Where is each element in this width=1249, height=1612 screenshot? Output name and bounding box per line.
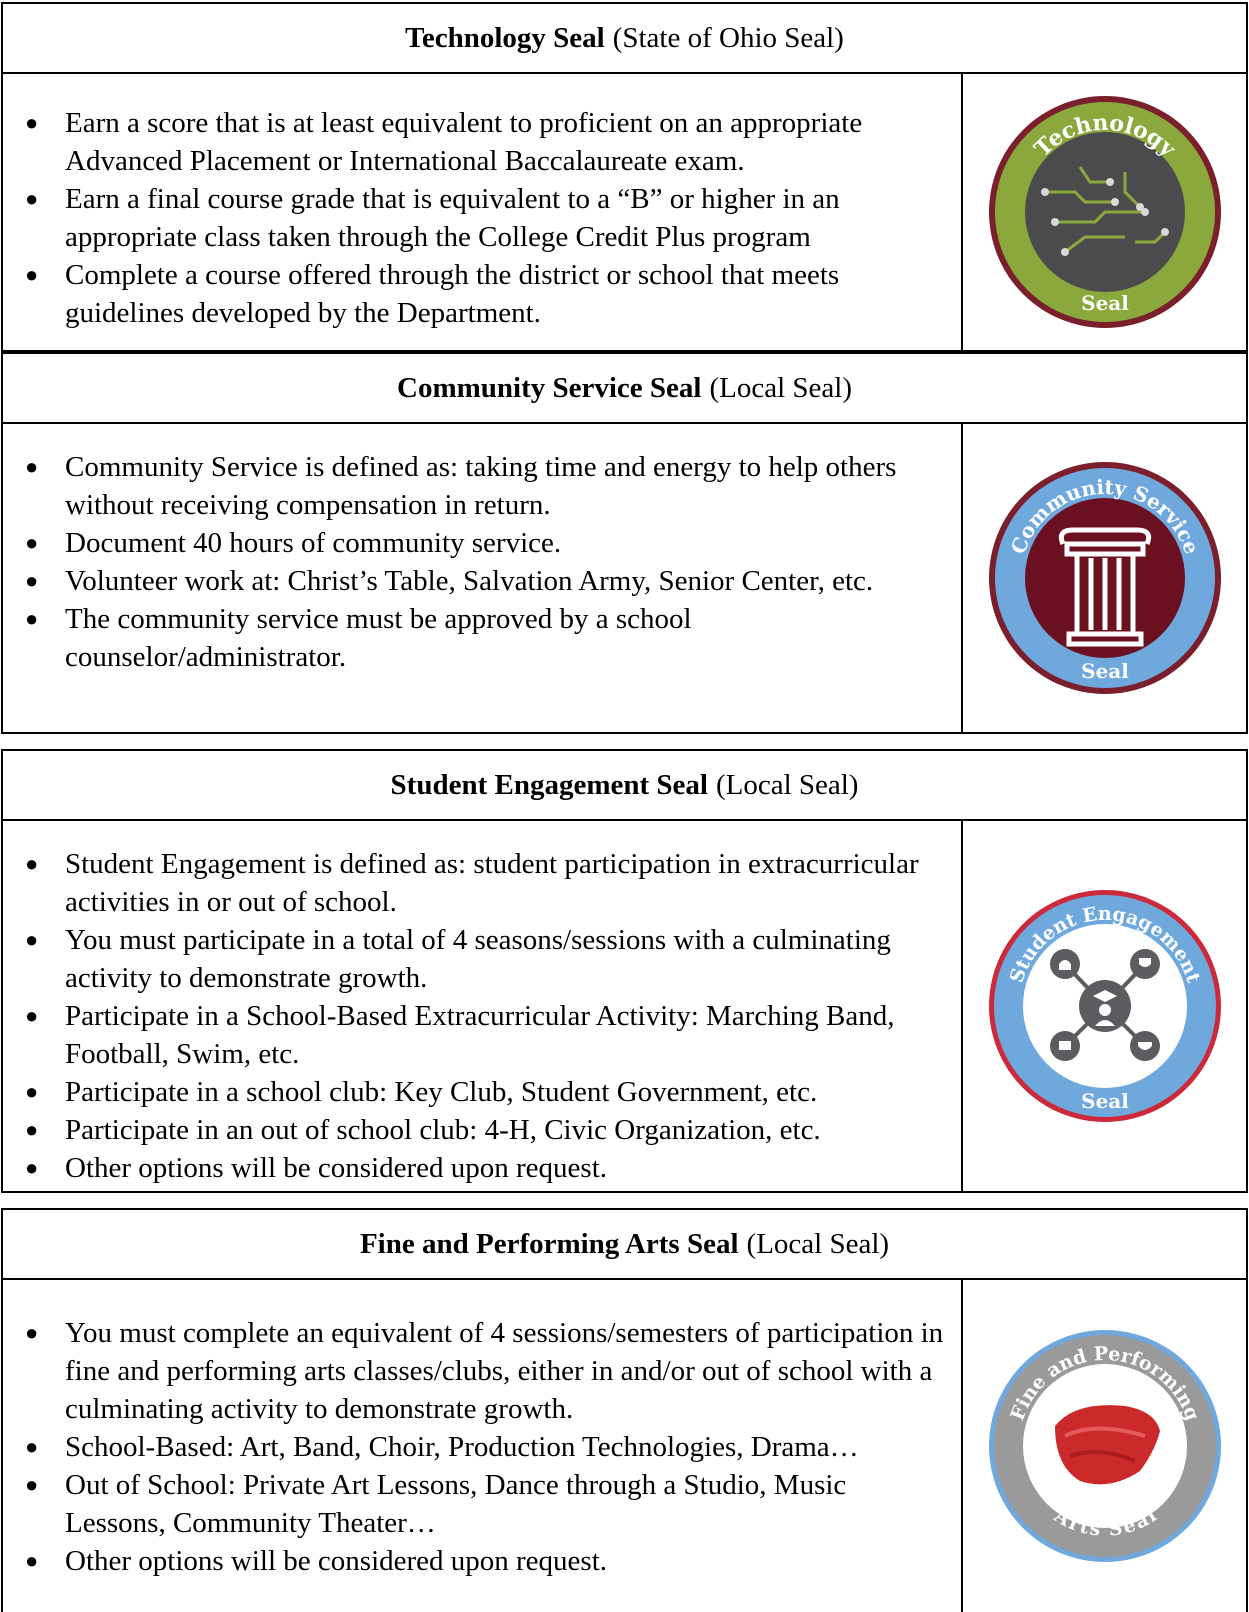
list-item: Other options will be considered upon re… <box>13 1149 947 1187</box>
list-item: The community service must be approved b… <box>13 600 947 676</box>
requirements-list: You must complete an equivalent of 4 ses… <box>3 1280 961 1612</box>
list-item: Other options will be considered upon re… <box>13 1542 947 1580</box>
section-type: (Local Seal) <box>746 1227 890 1260</box>
list-item: Volunteer work at: Christ’s Table, Salva… <box>13 562 947 600</box>
seal-cell: Student Engagement Seal <box>961 821 1246 1191</box>
section-type: (Local Seal) <box>715 768 859 801</box>
section-title: Technology Seal <box>405 21 605 54</box>
list-item: Participate in an out of school club: 4-… <box>13 1111 947 1149</box>
svg-text:Seal: Seal <box>1081 659 1129 683</box>
seal-cell: Fine and Performing Arts Seal <box>961 1280 1246 1612</box>
list-item: Out of School: Private Art Lessons, Danc… <box>13 1466 947 1542</box>
list-item: You must complete an equivalent of 4 ses… <box>13 1314 947 1428</box>
requirements-list: Community Service is defined as: taking … <box>3 424 961 732</box>
seal-cell: Community Service Seal <box>961 424 1246 732</box>
requirements-list: Earn a score that is at least equivalent… <box>3 74 961 350</box>
community-service-seal-logo: Community Service Seal <box>988 462 1221 694</box>
seal-cell: Technology Seal <box>961 74 1246 350</box>
list-item: Community Service is defined as: taking … <box>13 448 947 524</box>
section-type: (Local Seal) <box>709 371 852 404</box>
student-engagement-seal-logo: Student Engagement Seal <box>988 890 1221 1122</box>
list-item: Complete a course offered through the di… <box>13 256 947 332</box>
section-type: (State of Ohio Seal) <box>612 21 844 54</box>
section-title: Fine and Performing Arts Seal <box>359 1227 739 1260</box>
graduate-network-icon <box>1049 949 1160 1061</box>
fine-performing-arts-seal-logo: Fine and Performing Arts Seal <box>988 1330 1221 1562</box>
list-item: Earn a score that is at least equivalent… <box>13 104 947 180</box>
community-service-seal-section: Community Service Seal (Local Seal) Comm… <box>1 352 1248 734</box>
student-engagement-seal-section: Student Engagement Seal (Local Seal) Stu… <box>1 749 1248 1193</box>
section-header: Community Service Seal (Local Seal) <box>3 354 1246 424</box>
list-item: Participate in a School-Based Extracurri… <box>13 997 947 1073</box>
list-item: Earn a final course grade that is equiva… <box>13 180 947 256</box>
circuit-board-icon <box>1044 166 1166 254</box>
fine-performing-arts-seal-section: Fine and Performing Arts Seal (Local Sea… <box>1 1208 1248 1612</box>
list-item: Participate in a school club: Key Club, … <box>13 1073 947 1111</box>
technology-seal-section: Technology Seal (State of Ohio Seal) Ear… <box>1 2 1248 352</box>
list-item: School-Based: Art, Band, Choir, Producti… <box>13 1428 947 1466</box>
section-header: Technology Seal (State of Ohio Seal) <box>3 4 1246 74</box>
svg-text:Seal: Seal <box>1081 1089 1129 1113</box>
requirements-list: Student Engagement is defined as: studen… <box>3 821 961 1191</box>
section-title: Student Engagement Seal <box>390 768 708 801</box>
list-item: Student Engagement is defined as: studen… <box>13 845 947 921</box>
technology-seal-logo: Technology Seal <box>988 96 1221 328</box>
red-paint-icon <box>1054 1405 1160 1485</box>
section-header: Student Engagement Seal (Local Seal) <box>3 751 1246 821</box>
list-item: Document 40 hours of community service. <box>13 524 947 562</box>
section-title: Community Service Seal <box>397 371 702 404</box>
column-icon <box>1058 527 1151 647</box>
list-item: You must participate in a total of 4 sea… <box>13 921 947 997</box>
section-header: Fine and Performing Arts Seal (Local Sea… <box>3 1210 1246 1280</box>
svg-text:Seal: Seal <box>1081 291 1129 315</box>
